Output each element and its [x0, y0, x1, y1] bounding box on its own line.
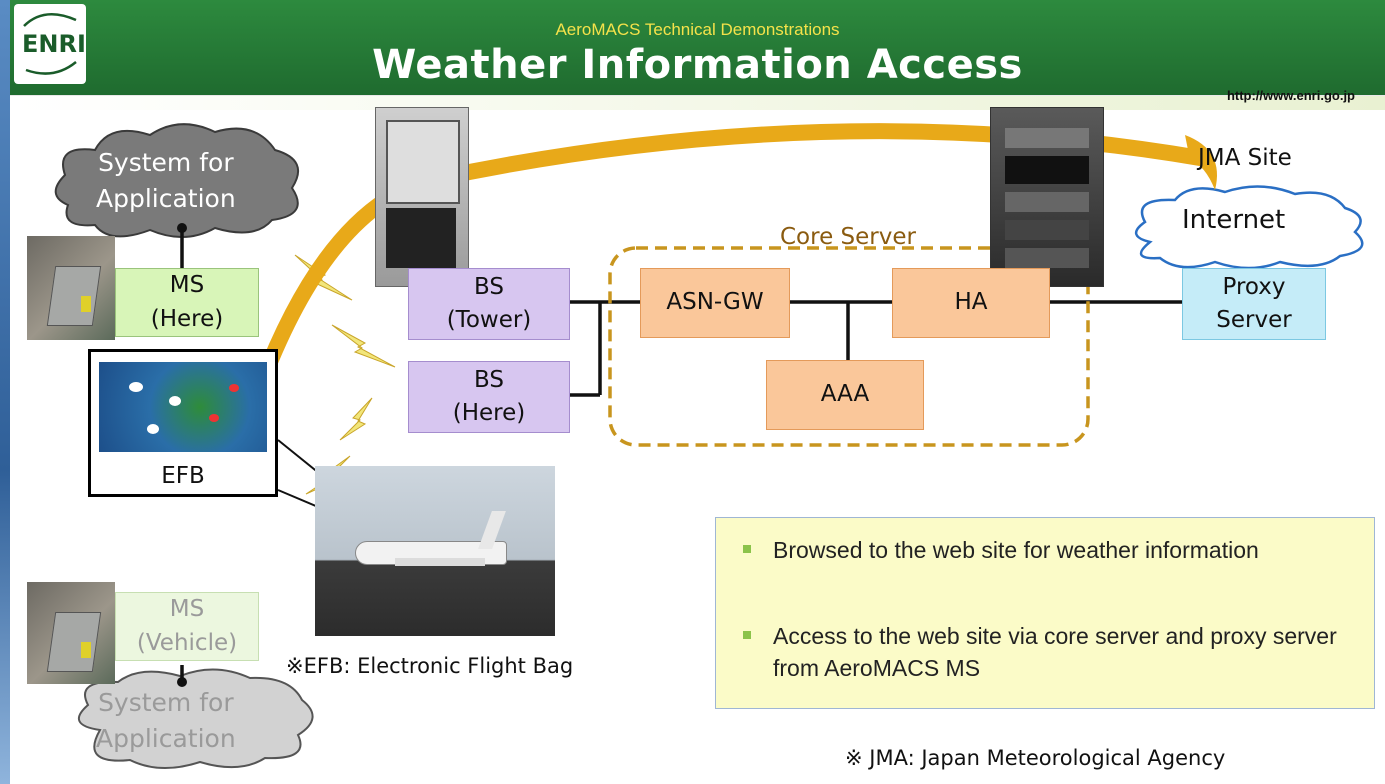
bs-here-line1: BS	[474, 366, 504, 393]
slide: ENRI AeroMACS Technical Demonstrations W…	[10, 0, 1385, 784]
ms-vehicle-line1: MS	[169, 596, 205, 623]
ms-vehicle-line2: (Vehicle)	[136, 629, 238, 656]
ms-here-line1: MS	[169, 272, 205, 299]
logo-swoosh-icon	[23, 13, 77, 75]
cloud-top-line1: System for	[98, 148, 234, 177]
jma-site-label: JMA Site	[1198, 145, 1292, 171]
proxy-line1: Proxy	[1222, 273, 1286, 300]
aircraft-photo	[315, 466, 555, 636]
ms-here-node: MS (Here)	[115, 268, 259, 337]
top-cloud-connector-dot	[177, 223, 187, 233]
asn-gw-node: ASN-GW	[640, 268, 790, 338]
jma-footnote: ※ JMA: Japan Meteorological Agency	[845, 746, 1226, 770]
ha-rack-photo	[990, 107, 1104, 287]
slide-subtitle: AeroMACS Technical Demonstrations	[555, 20, 840, 39]
bottom-cloud-connector-dot	[177, 677, 187, 687]
bs-tower-line2: (Tower)	[446, 307, 532, 333]
efb-device: EFB	[88, 349, 278, 497]
proxy-server-node: Proxy Server	[1182, 268, 1326, 340]
bullet-square-icon	[743, 545, 751, 553]
logo-text: ENRI	[22, 30, 86, 58]
header-bar: ENRI AeroMACS Technical Demonstrations W…	[10, 0, 1385, 99]
cloud-bottom-line1: System for	[98, 688, 234, 717]
site-url: http://www.enri.go.jp	[1226, 88, 1355, 103]
system-application-bottom-label: System for Application	[96, 685, 236, 758]
window-edge-strip	[0, 0, 10, 784]
system-application-top-label: System for Application	[96, 145, 236, 218]
url-strip	[10, 96, 1385, 110]
bullet-square-icon	[743, 631, 751, 639]
internet-label: Internet	[1182, 205, 1286, 235]
slide-title: Weather Information Access	[372, 42, 1023, 88]
signal-bolt-icon	[331, 324, 396, 368]
bs-tower-photo	[375, 107, 469, 287]
ms-device-photo-here	[27, 236, 115, 340]
info-bullet-1: Browsed to the web site for weather info…	[743, 534, 1353, 566]
signal-bolt-icon	[339, 397, 373, 441]
enri-logo: ENRI	[14, 4, 86, 84]
cloud-bottom-line2: Application	[96, 724, 236, 754]
signal-bolt-icon	[294, 254, 353, 301]
proxy-line2: Server	[1216, 307, 1292, 333]
core-server-label: Core Server	[780, 224, 916, 250]
info-bullet-1-text: Browsed to the web site for weather info…	[773, 537, 1259, 563]
bs-tower-node: BS (Tower)	[408, 268, 570, 340]
ha-node: HA	[892, 268, 1050, 338]
bs-here-line2: (Here)	[452, 400, 526, 426]
ms-device-photo-vehicle	[27, 582, 115, 684]
diagram-graphics	[54, 123, 1364, 770]
weather-map-screen	[99, 362, 267, 452]
bs-tower-line1: BS	[474, 273, 504, 300]
ms-here-line2: (Here)	[150, 305, 224, 332]
ms-vehicle-node: MS (Vehicle)	[115, 592, 259, 661]
efb-label: EFB	[161, 463, 205, 489]
bs-here-node: BS (Here)	[408, 361, 570, 433]
cloud-top-shape	[54, 123, 300, 239]
core-server-boundary	[608, 246, 1090, 447]
cloud-top-line2: Application	[96, 184, 236, 214]
info-bullet-2: Access to the web site via core server a…	[743, 620, 1353, 684]
cloud-internet-shape	[1135, 185, 1364, 270]
info-box: Browsed to the web site for weather info…	[715, 517, 1375, 709]
aaa-node: AAA	[766, 360, 924, 430]
info-bullet-2-text: Access to the web site via core server a…	[773, 623, 1337, 682]
efb-footnote: ※EFB: Electronic Flight Bag	[286, 654, 574, 678]
connector-lines	[180, 232, 1182, 680]
